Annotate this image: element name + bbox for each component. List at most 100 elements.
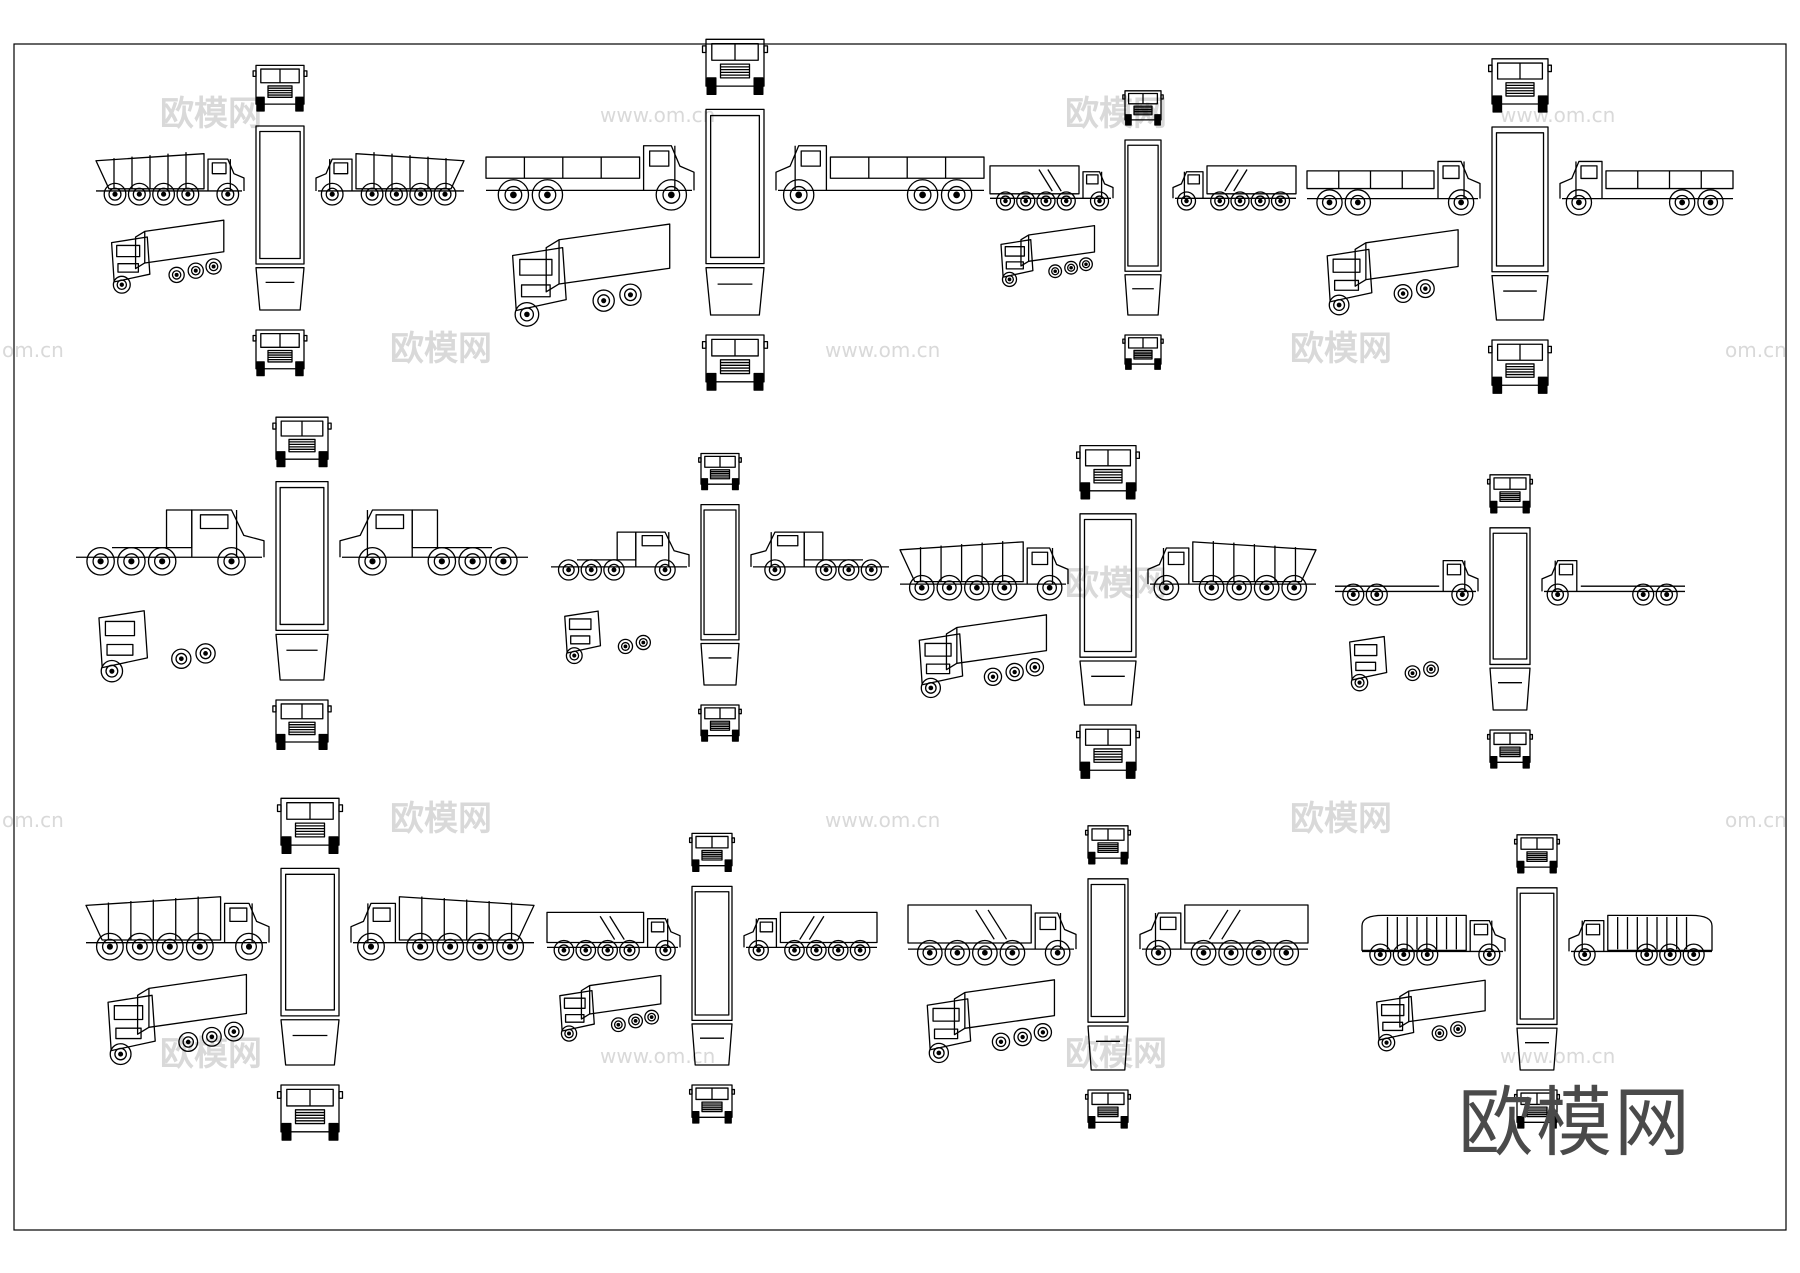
- side-view-right: [1139, 904, 1309, 966]
- rear-view: [1084, 825, 1132, 865]
- side-view-left: [989, 165, 1114, 211]
- truck-views-layer: [76, 38, 1734, 1141]
- rear-view: [1486, 474, 1534, 514]
- side-view-left: [85, 896, 270, 961]
- perspective-view: [926, 979, 1056, 1064]
- perspective-view: [511, 223, 671, 327]
- front-view: [688, 1084, 736, 1124]
- front-view: [698, 704, 742, 742]
- side-view-left: [485, 145, 695, 211]
- watermark-url: www.om.cn: [600, 1044, 715, 1068]
- front-view: [252, 329, 308, 377]
- perspective-view: [107, 973, 248, 1066]
- top-view: [700, 503, 740, 686]
- truck-group-semi-tractor-classic: [551, 452, 889, 742]
- rear-view: [1513, 834, 1561, 874]
- watermark-url: www.om.cn: [1500, 103, 1615, 127]
- front-view: [1487, 339, 1553, 394]
- perspective-view: [1000, 225, 1096, 288]
- top-view: [1087, 878, 1129, 1071]
- watermark-url-partial: om.cn: [1725, 808, 1787, 832]
- front-view: [1084, 1089, 1132, 1129]
- truck-group-chassis-cab-truck: [1335, 474, 1685, 769]
- side-view-left: [899, 541, 1069, 601]
- top-view: [1491, 126, 1549, 321]
- watermark-url-partial: om.cn: [2, 808, 64, 832]
- rear-view: [688, 832, 736, 873]
- side-view-right: [1172, 165, 1297, 211]
- perspective-view: [1326, 229, 1459, 316]
- watermark-url-partial: om.cn: [1725, 338, 1787, 362]
- sheet-frame: [13, 43, 1787, 1231]
- perspective-view: [98, 610, 216, 683]
- watermark-url-partial: om.cn: [2, 338, 64, 362]
- truck-group-dump-truck-10wheel: [95, 64, 465, 377]
- rear-view: [1075, 444, 1141, 500]
- watermark-url: www.om.cn: [825, 808, 940, 832]
- rear-view: [272, 416, 332, 468]
- truck-group-mining-dump-truck: [899, 444, 1317, 779]
- watermark-brand: 欧模网: [1065, 94, 1167, 134]
- watermark-brand: 欧模网: [160, 1034, 262, 1074]
- side-view-right: [743, 911, 878, 961]
- perspective-view: [110, 219, 225, 294]
- top-view: [1516, 887, 1558, 1071]
- side-view-right: [339, 509, 528, 576]
- rear-view: [698, 452, 742, 491]
- perspective-view: [1376, 979, 1486, 1052]
- perspective-view: [559, 974, 662, 1042]
- truck-group-box-truck-cabover: [989, 90, 1297, 370]
- side-view-right: [775, 145, 985, 211]
- front-view: [701, 334, 769, 391]
- front-view: [272, 699, 332, 751]
- top-view: [1489, 527, 1531, 711]
- truck-group-garbage-truck: [1361, 834, 1713, 1129]
- rear-view: [701, 38, 769, 96]
- watermark-url: www.om.cn: [600, 103, 715, 127]
- front-view: [1075, 724, 1141, 779]
- truck-group-semi-tractor-sleeper: [76, 416, 528, 751]
- truck-group-tipper-truck: [85, 797, 535, 1141]
- side-view-right: [1568, 914, 1713, 966]
- watermark-brand: 欧模网: [390, 799, 492, 839]
- side-view-left: [551, 531, 690, 581]
- top-view: [280, 867, 340, 1066]
- side-view-right: [1541, 559, 1685, 606]
- corner-logo: 欧模网: [1458, 1078, 1692, 1167]
- side-view-right: [350, 896, 535, 961]
- front-view: [276, 1084, 344, 1141]
- top-view: [1079, 513, 1137, 706]
- rear-view: [1487, 58, 1553, 113]
- perspective-view: [564, 610, 652, 665]
- side-view-left: [1361, 914, 1506, 966]
- watermark-url: www.om.cn: [1500, 1044, 1615, 1068]
- side-view-right: [1559, 160, 1734, 216]
- top-view: [275, 480, 329, 681]
- front-view: [1486, 729, 1534, 769]
- truck-group-container-box-truck: [546, 832, 878, 1124]
- side-view-left: [1306, 160, 1481, 216]
- side-view-left: [907, 904, 1077, 966]
- side-view-right: [1147, 541, 1317, 601]
- perspective-view: [918, 614, 1048, 699]
- top-view: [705, 108, 765, 316]
- top-view: [691, 885, 733, 1066]
- side-view-left: [95, 152, 245, 206]
- truck-group-military-cargo-truck: [1306, 58, 1734, 394]
- watermark-brand: 欧模网: [1065, 1034, 1167, 1074]
- side-view-right: [750, 531, 889, 581]
- watermark-brand: 欧模网: [1290, 329, 1392, 369]
- top-view: [1124, 139, 1162, 316]
- side-view-left: [76, 509, 265, 576]
- rear-view: [1122, 90, 1164, 126]
- top-view: [255, 125, 305, 311]
- front-view: [1122, 334, 1164, 370]
- side-view-left: [546, 911, 681, 961]
- watermark-url: www.om.cn: [825, 338, 940, 362]
- side-view-right: [315, 152, 465, 206]
- watermark-brand: 欧模网: [1290, 799, 1392, 839]
- watermark-brand: 欧模网: [390, 329, 492, 369]
- front-view: [1513, 1089, 1561, 1129]
